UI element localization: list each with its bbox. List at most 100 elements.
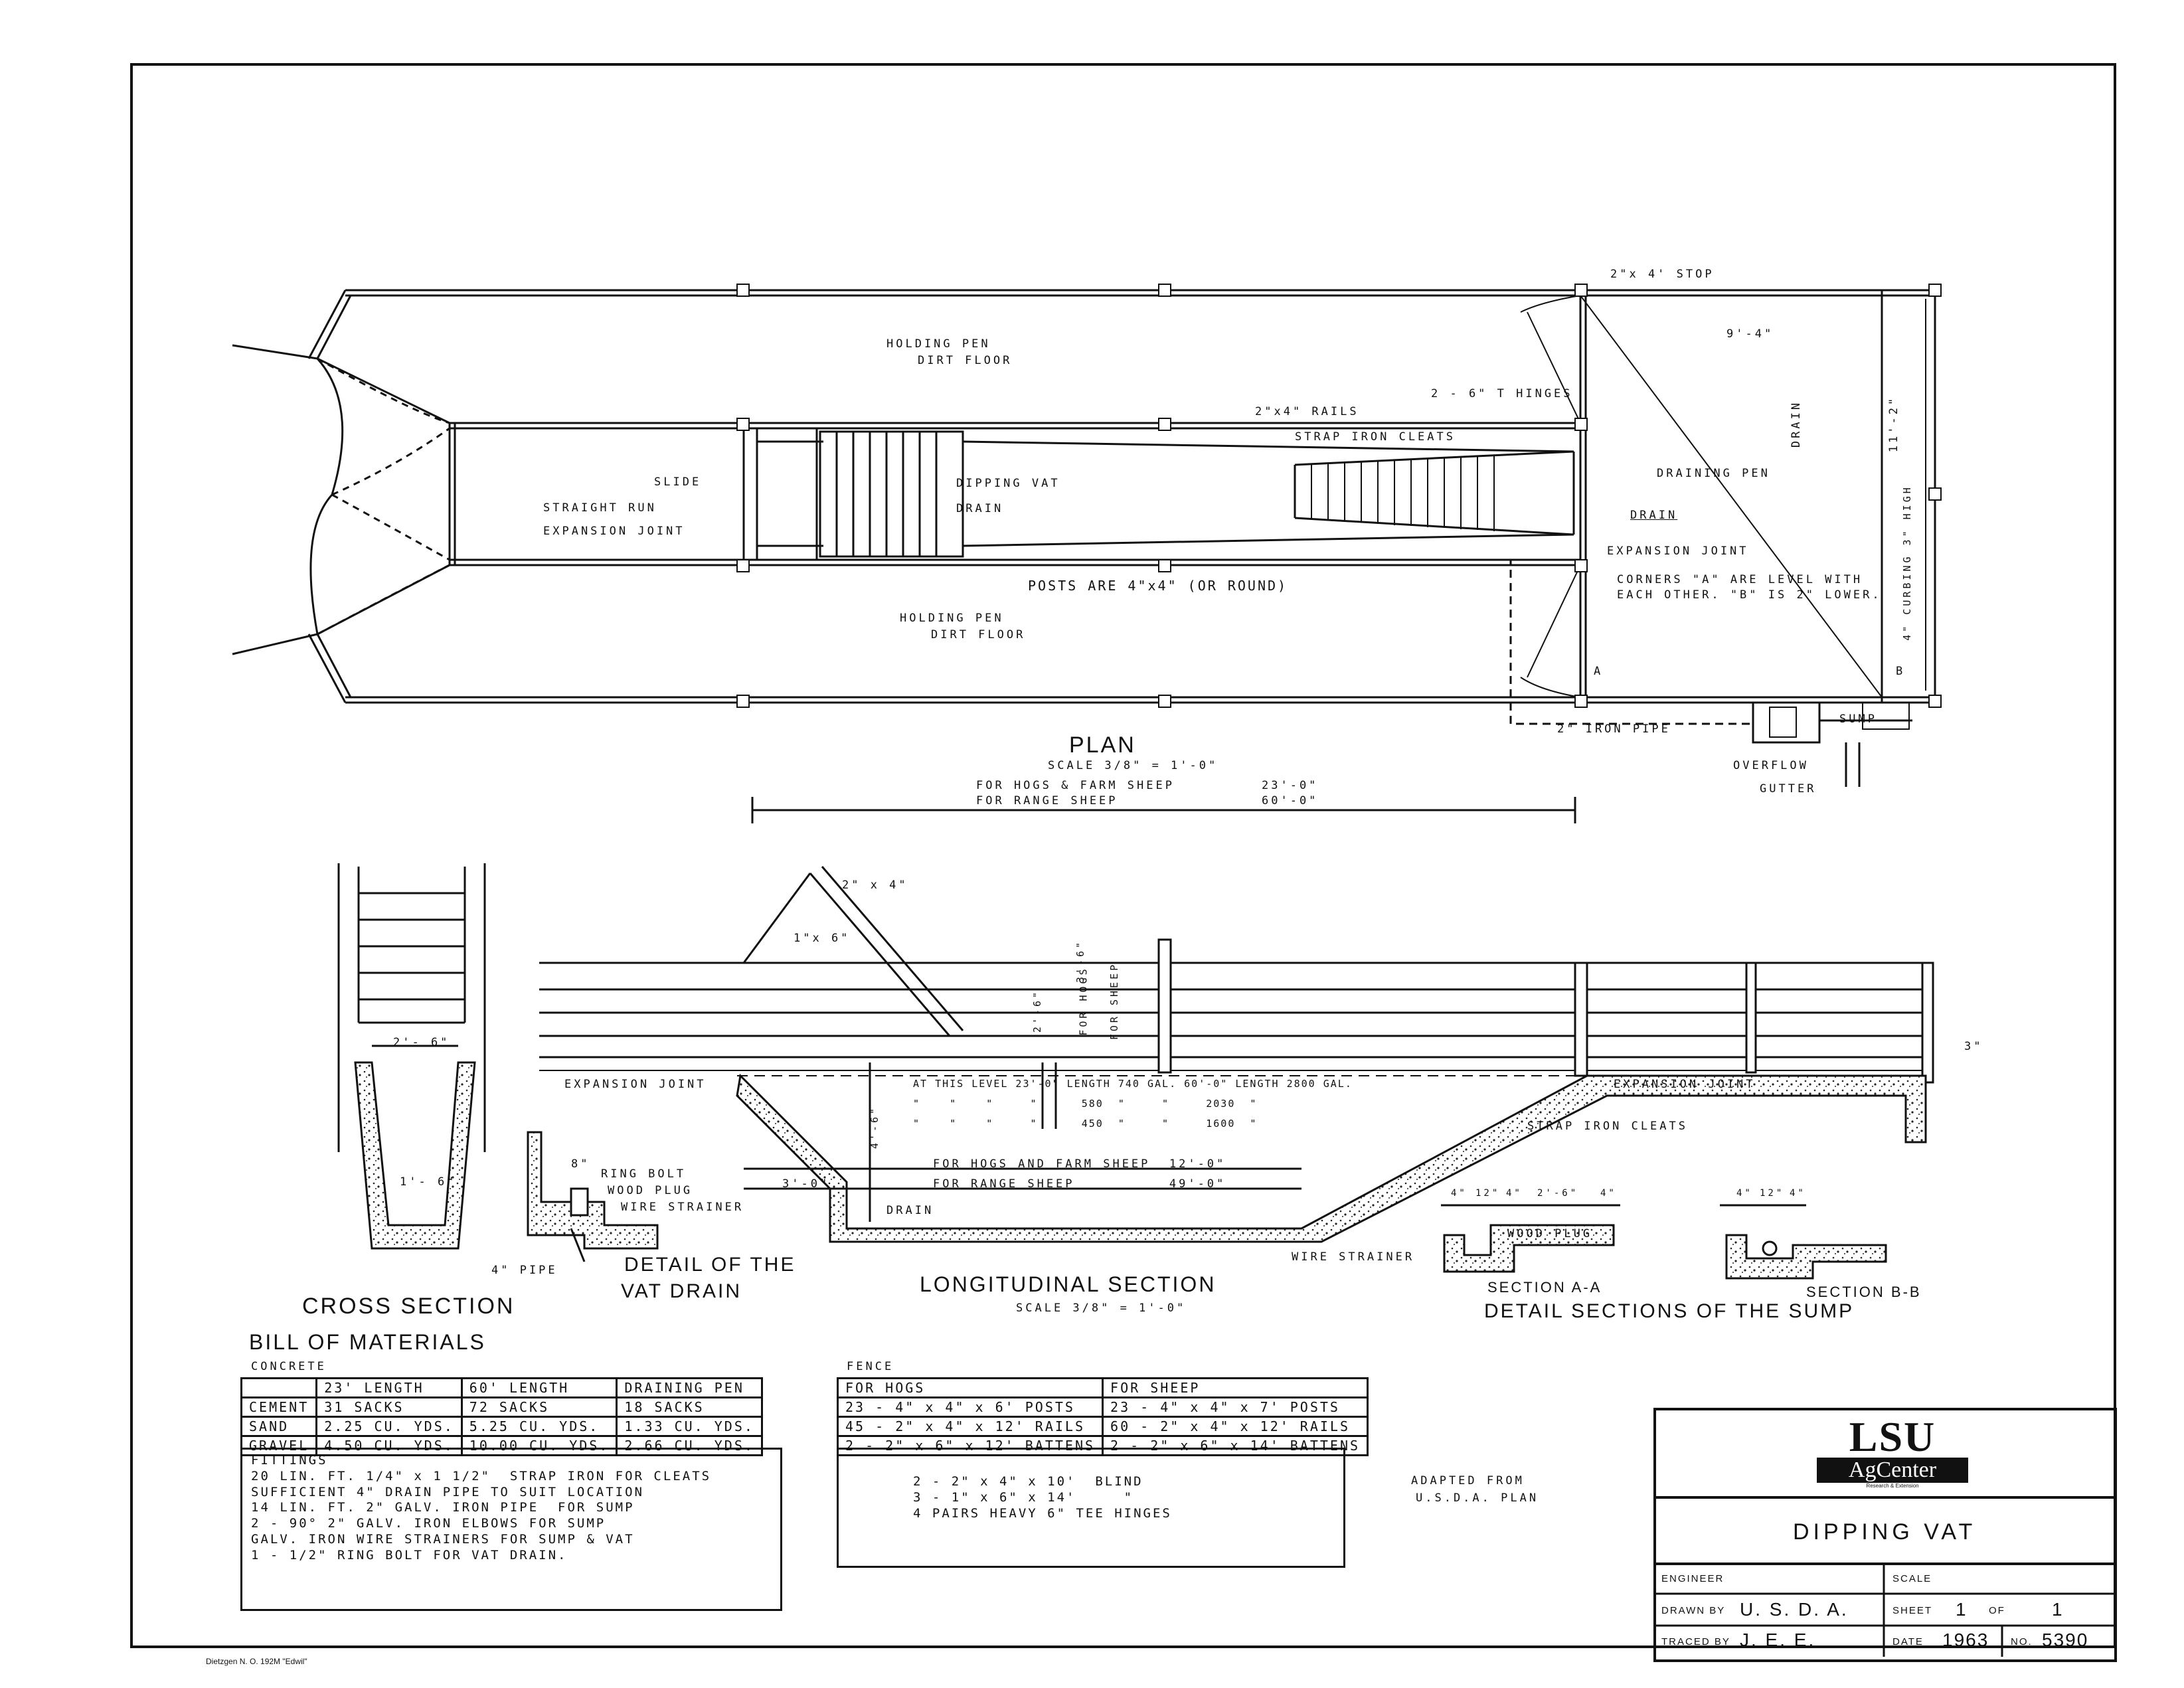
engineer-label: ENGINEER xyxy=(1661,1573,1724,1584)
plan-scale: SCALE 3/8" = 1'-0" xyxy=(1048,759,1218,772)
plan-len-sheep-value: 60'-0" xyxy=(1262,794,1319,807)
hinges-label: 2 - 6" T HINGES xyxy=(1431,387,1573,400)
bill-title: BILL OF MATERIALS xyxy=(249,1330,486,1354)
expansion-joint-long-right: EXPANSION JOINT xyxy=(1614,1078,1756,1091)
lsu-agcenter-logo: LSU AgCenter Research & Extension xyxy=(1817,1413,1968,1489)
table-row: 23 - 4" x 4" x 6' POSTS 23 - 4" x 4" x 7… xyxy=(836,1396,1369,1418)
cross-section-drawing xyxy=(337,863,486,1250)
dim-width-label: 9'-4" xyxy=(1726,327,1774,341)
sump-a-dim-3: 4" xyxy=(1506,1188,1523,1199)
table-header: 23' LENGTH xyxy=(315,1377,463,1398)
longitudinal-scale: SCALE 3/8" = 1'-0" xyxy=(1016,1302,1187,1315)
drawing-title: DIPPING VAT xyxy=(1793,1519,1977,1545)
list-item: SUFFICIENT 4" DRAIN PIPE TO SUIT LOCATIO… xyxy=(251,1484,644,1499)
logo-tagline: Research & Extension xyxy=(1866,1483,1919,1489)
fence-table: FOR HOGS FOR SHEEP 23 - 4" x 4" x 6' POS… xyxy=(836,1377,1369,1456)
sheep-length-label: FOR RANGE SHEEP 49'-0" xyxy=(933,1177,1226,1191)
dim-length-label: 11'-2" xyxy=(1887,395,1901,453)
date-label: DATE xyxy=(1892,1636,1924,1647)
vat-drain-pipe-label: 4" PIPE xyxy=(491,1264,558,1277)
table-cell: 1.33 CU. YDS. xyxy=(616,1416,763,1437)
vat-drain-detail-drawing xyxy=(527,1131,659,1262)
list-item: 2 - 2" x 4" x 10' BLIND xyxy=(913,1474,1143,1489)
cross-bottom-dim: 1'- 6" xyxy=(400,1175,457,1189)
scale-label: SCALE xyxy=(1892,1573,1932,1584)
strap-iron-cleats-plan: STRAP IRON CLEATS xyxy=(1295,430,1456,444)
table-cell: 45 - 2" x 4" x 12' RAILS xyxy=(836,1416,1104,1437)
table-cell: CEMENT xyxy=(240,1396,318,1418)
ring-bolt-label: RING BOLT xyxy=(601,1167,687,1181)
holding-pen-top-label: HOLDING PEN xyxy=(886,337,991,351)
plan-len-hogs-value: 23'-0" xyxy=(1262,779,1319,792)
sump-a-dim-5: 4" xyxy=(1600,1188,1617,1199)
adapted-from-line2: U.S.D.A. PLAN xyxy=(1416,1491,1539,1505)
of-label: OF xyxy=(1989,1605,2005,1616)
adapted-from-line1: ADAPTED FROM xyxy=(1411,1474,1525,1487)
concrete-table: 23' LENGTH 60' LENGTH DRAINING PEN CEMEN… xyxy=(240,1377,763,1456)
logo-main-text: LSU xyxy=(1849,1413,1936,1460)
traced-by-value: J. E. E. xyxy=(1740,1630,1816,1650)
no-label: NO. xyxy=(2011,1636,2033,1647)
table-header: DRAINING PEN xyxy=(616,1377,763,1398)
holding-pen-bottom-floor: DIRT FLOOR xyxy=(931,628,1026,641)
holding-pen-top-floor: DIRT FLOOR xyxy=(918,354,1013,367)
strap-iron-cleats-long: STRAP IRON CLEATS xyxy=(1527,1120,1688,1133)
table-row: SAND 2.25 CU. YDS. 5.25 CU. YDS. 1.33 CU… xyxy=(240,1416,763,1437)
corners-note-line1: CORNERS "A" ARE LEVEL WITH xyxy=(1617,573,1863,586)
curbing-label: 4" CURBING 3" HIGH xyxy=(1900,485,1913,641)
long-drain-label: DRAIN xyxy=(886,1204,934,1217)
section-a-label: SECTION A-A xyxy=(1487,1279,1602,1296)
dim-4-6-label: 4'-6" xyxy=(869,1105,881,1149)
vat-drain-wood-plug: WOOD PLUG xyxy=(608,1184,693,1197)
paper-footer: Dietzgen N. O. 192M "Edwil" xyxy=(206,1657,307,1666)
level-row-3: " " " " 450 " " 1600 " xyxy=(913,1118,1258,1130)
for-sheep-label: FOR SHEEP xyxy=(1108,962,1121,1041)
sump-b-dim-1: 4" xyxy=(1736,1188,1753,1199)
fittings-box xyxy=(240,1448,782,1611)
vat-drain-wire-strainer: WIRE STRAINER xyxy=(621,1201,744,1214)
table-cell: 5.25 CU. YDS. xyxy=(460,1416,618,1437)
table-cell: SAND xyxy=(240,1416,318,1437)
concrete-label: CONCRETE xyxy=(251,1360,327,1373)
sump-details-title: DETAIL SECTIONS OF THE SUMP xyxy=(1484,1300,1855,1322)
sump-details-drawing xyxy=(1441,1204,1887,1280)
sump-b-dim-3: 4" xyxy=(1790,1188,1806,1199)
iron-pipe-label: 2" IRON PIPE xyxy=(1557,722,1671,736)
table-cell: 60 - 2" x 4" x 12' RAILS xyxy=(1102,1416,1369,1437)
plan-len-sheep-label: FOR RANGE SHEEP xyxy=(976,794,1118,807)
drawn-by-label: DRAWN BY xyxy=(1661,1605,1726,1616)
level-row-1: AT THIS LEVEL 23'-0" LENGTH 740 GAL. 60'… xyxy=(913,1078,1353,1090)
list-item: 1 - 1/2" RING BOLT FOR VAT DRAIN. xyxy=(251,1547,568,1562)
holding-pen-bottom-label: HOLDING PEN xyxy=(900,612,1004,625)
draining-pen-label: DRAINING PEN xyxy=(1657,467,1770,480)
expansion-joint-plan-left: EXPANSION JOINT xyxy=(543,525,685,538)
board-1x6-label: 1"x 6" xyxy=(794,932,851,945)
table-header xyxy=(240,1377,318,1398)
dipping-vat-label: DIPPING VAT xyxy=(956,477,1060,490)
list-item: 14 LIN. FT. 2" GALV. IRON PIPE FOR SUMP xyxy=(251,1500,635,1515)
table-row: CEMENT 31 SACKS 72 SACKS 18 SACKS xyxy=(240,1396,763,1418)
straight-run-label: STRAIGHT RUN xyxy=(543,501,657,515)
title-block xyxy=(1653,1408,2117,1662)
plan-len-hogs-label: FOR HOGS & FARM SHEEP xyxy=(976,779,1175,792)
table-cell: 18 SACKS xyxy=(616,1396,763,1418)
rails-label: 2"x4" RAILS xyxy=(1255,405,1359,418)
dim-3-right-label: 3" xyxy=(1964,1040,1983,1053)
drawn-by-value: U. S. D. A. xyxy=(1740,1599,1849,1620)
corner-a-marker: A xyxy=(1594,665,1604,678)
gutter-label: GUTTER xyxy=(1760,782,1817,796)
dim-3-6-label: 3'-6" xyxy=(1074,939,1087,983)
cross-section-title: CROSS SECTION xyxy=(302,1294,515,1319)
stop-label: 2"x 4' STOP xyxy=(1610,268,1715,281)
sheet-value: 1 xyxy=(1956,1599,1966,1620)
table-cell: 10.00 CU. YDS. xyxy=(460,1435,618,1456)
hogs-length-label: FOR HOGS AND FARM SHEEP 12'-0" xyxy=(933,1157,1226,1171)
table-cell: 2.25 CU. YDS. xyxy=(315,1416,463,1437)
corner-b-marker: B xyxy=(1896,665,1906,678)
longitudinal-section-drawing xyxy=(539,866,1934,1243)
sump-a-dim-2: 12" xyxy=(1475,1188,1501,1199)
list-item: 4 PAIRS HEAVY 6" TEE HINGES xyxy=(913,1505,1172,1521)
table-row: 23' LENGTH 60' LENGTH DRAINING PEN xyxy=(240,1377,763,1398)
table-row: 45 - 2" x 4" x 12' RAILS 60 - 2" x 4" x … xyxy=(836,1416,1369,1437)
